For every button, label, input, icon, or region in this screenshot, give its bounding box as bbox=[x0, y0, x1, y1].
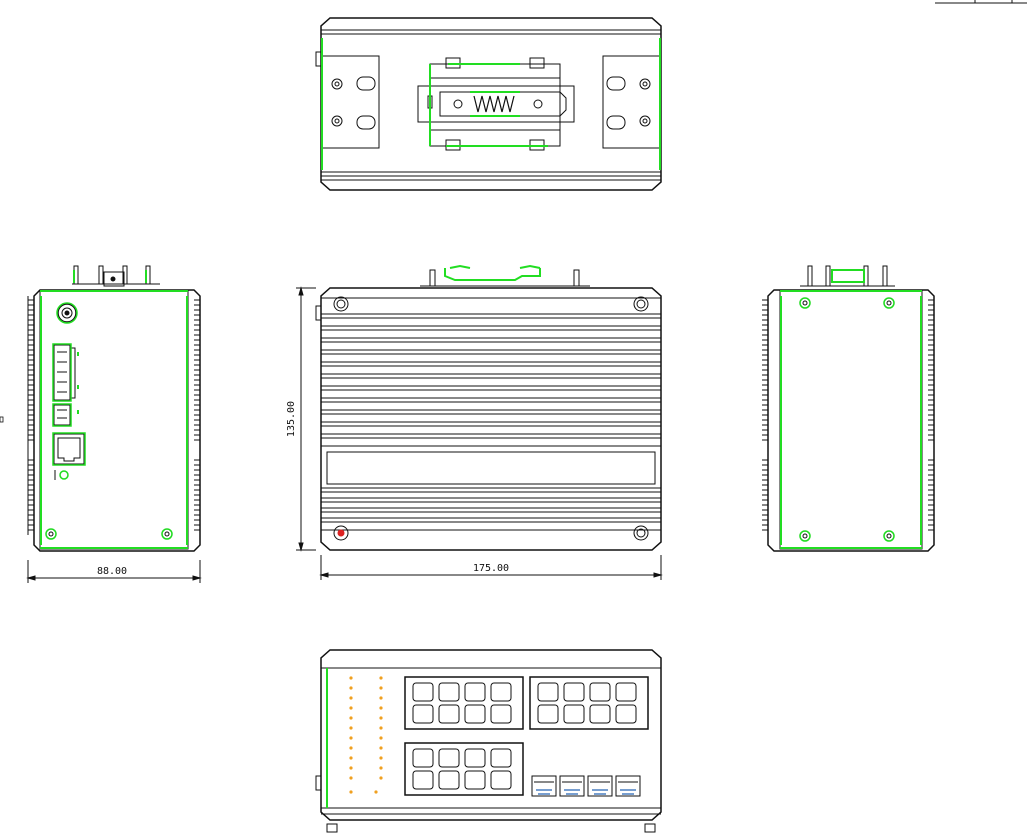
bottom-view bbox=[315, 649, 662, 833]
left-side-view bbox=[26, 265, 202, 583]
front-fins-upper bbox=[321, 313, 661, 447]
dimension-width-side bbox=[26, 560, 202, 583]
right-side-fins-left bbox=[762, 299, 768, 531]
left-side-highlights bbox=[40, 270, 188, 549]
power-terminal-block bbox=[53, 344, 76, 401]
rj45-port-block-3 bbox=[404, 742, 524, 796]
right-side-view bbox=[762, 265, 935, 552]
top-view bbox=[315, 17, 662, 191]
rj45-port-block-2 bbox=[529, 676, 649, 730]
rj45-console-port bbox=[53, 433, 85, 465]
ground-screw-icon bbox=[57, 303, 77, 323]
top-view-highlights bbox=[321, 38, 661, 170]
corner-fragment bbox=[935, 0, 1027, 4]
dimension-label-135: 135.00 bbox=[286, 401, 297, 437]
left-top-clip bbox=[72, 265, 160, 291]
right-side-screws bbox=[799, 297, 895, 542]
dimension-label-175: 175.00 bbox=[473, 563, 509, 574]
left-side-screws bbox=[45, 528, 173, 540]
front-view bbox=[296, 264, 663, 580]
led-indicators bbox=[349, 676, 383, 794]
front-label-area bbox=[326, 451, 656, 485]
top-right-bracket bbox=[602, 55, 662, 149]
dimension-label-88: 88.00 bbox=[97, 566, 127, 577]
left-edge-marker bbox=[0, 416, 4, 423]
spring bbox=[473, 95, 515, 113]
right-side-fins-right bbox=[928, 299, 934, 531]
dimension-height-front bbox=[296, 286, 316, 552]
left-side-fins-right bbox=[194, 299, 200, 531]
rj45-port-block-1 bbox=[404, 676, 524, 730]
alarm-terminal bbox=[53, 404, 71, 426]
right-top-clip bbox=[800, 265, 895, 287]
din-rail-clip bbox=[417, 57, 575, 151]
front-screws bbox=[333, 296, 649, 541]
left-side-fins-left bbox=[27, 296, 34, 535]
right-side-highlights bbox=[780, 290, 922, 549]
top-left-bracket bbox=[320, 55, 380, 149]
front-top-clip bbox=[420, 264, 590, 287]
dimension-width-front bbox=[319, 555, 663, 580]
sfp-ports bbox=[531, 775, 641, 797]
front-fins-lower bbox=[321, 487, 661, 523]
